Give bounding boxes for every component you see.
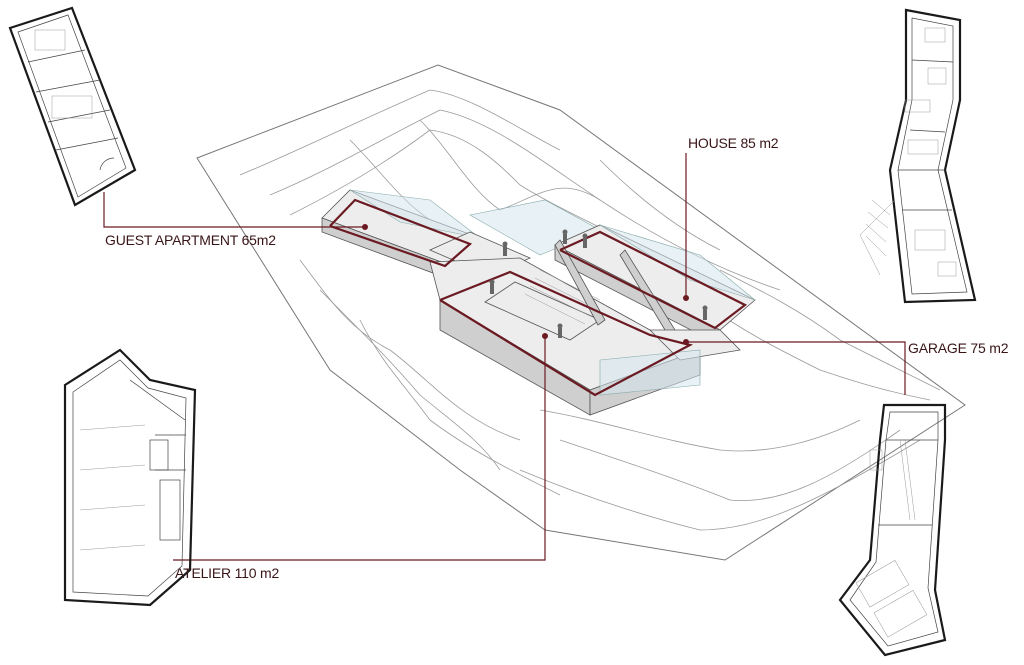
guest-outline	[329, 198, 473, 268]
guest-apartment-plan	[8, 6, 137, 207]
atelier-plan	[63, 348, 197, 607]
atelier-outline	[439, 270, 694, 397]
house-label: HOUSE 85 m2	[688, 135, 779, 151]
guest-apartment-label: GUEST APARTMENT 65m2	[105, 232, 276, 248]
building-mass	[321, 189, 756, 416]
leader-lines	[103, 153, 906, 561]
house-plan	[859, 8, 977, 304]
atelier-marker	[542, 333, 548, 339]
atelier-label: ATELIER 110 m2	[175, 565, 279, 581]
garage-label: GARAGE 75 m2	[908, 340, 1009, 356]
garage-plan	[838, 403, 947, 657]
guest-marker	[362, 224, 368, 230]
garage-marker	[683, 339, 689, 345]
house-marker	[683, 295, 689, 301]
